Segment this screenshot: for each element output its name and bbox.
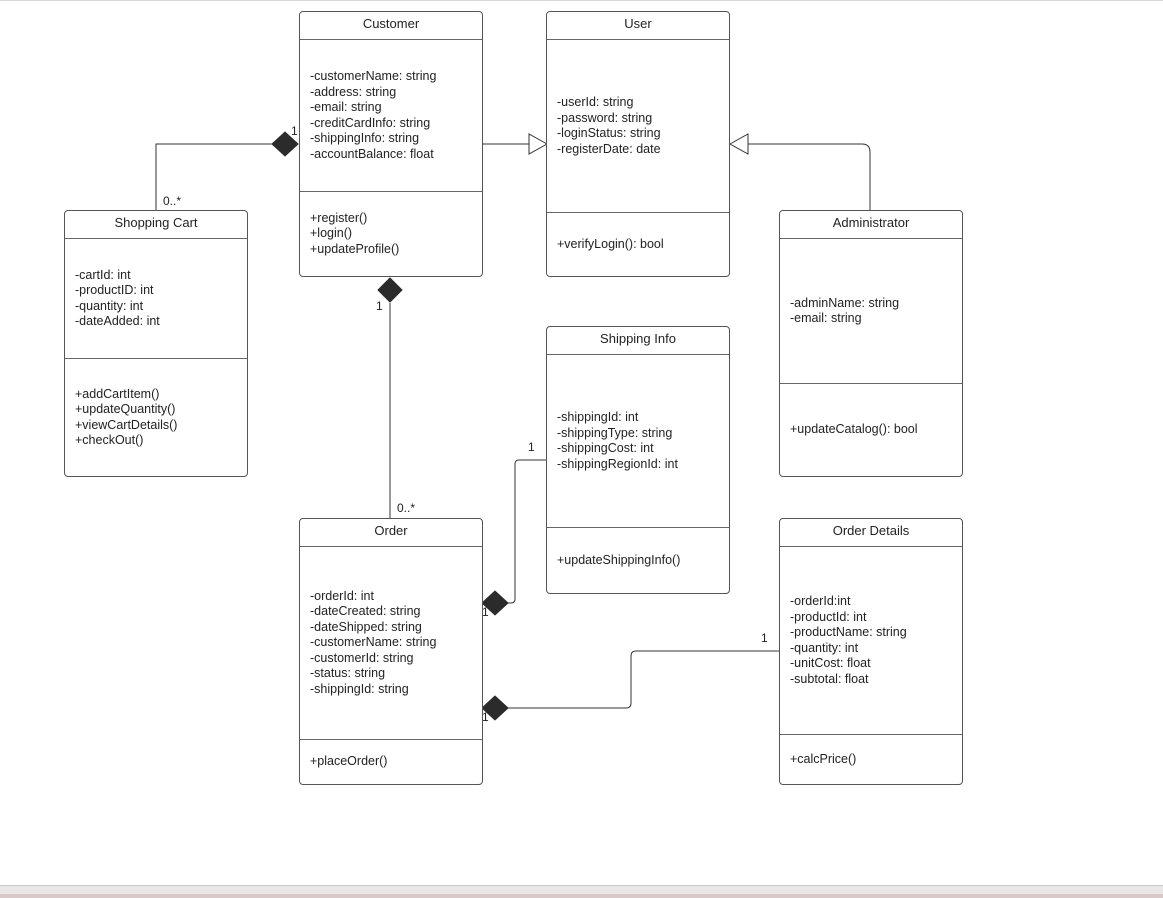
class-shipping-info[interactable]: Shipping Info -shippingId: int-shippingT…	[546, 326, 730, 594]
attribute-item: -shippingId: int	[557, 410, 639, 424]
operations-section: +verifyLogin(): bool	[547, 213, 729, 276]
attribute-item: -orderId: int	[310, 588, 374, 603]
attribute-item: -registerDate: date	[557, 141, 661, 156]
line-admin-user	[748, 143, 871, 211]
attribute-item: -shippingInfo: string	[310, 131, 420, 145]
attribute-item: -creditCardInfo: string	[310, 115, 431, 130]
attributes-section: -shippingId: int-shippingType: string-sh…	[547, 355, 729, 528]
generalization-arrow-admin-user	[728, 133, 749, 155]
class-name: Order	[300, 519, 482, 547]
operation-item: +verifyLogin(): bool	[557, 236, 664, 251]
multiplicity-order-details-whole: 1	[482, 710, 489, 724]
class-name: Customer	[300, 12, 482, 40]
generalization-arrow-customer-user	[528, 133, 549, 155]
attribute-item: -email: string	[310, 100, 382, 114]
class-user[interactable]: User -userId: string-password: string-lo…	[546, 11, 730, 277]
bottom-strip	[0, 894, 1163, 898]
attribute-item: -dateAdded: int	[75, 314, 160, 328]
multiplicity-customer-order-whole: 1	[376, 299, 383, 313]
composition-diamond-order-shipping	[481, 590, 509, 616]
multiplicity-order-shipping-part: 1	[528, 440, 535, 454]
attributes-section: -customerName: string-address: string-em…	[300, 40, 482, 192]
operation-item: +addCartItem()	[75, 386, 160, 401]
attribute-item: -adminName: string	[790, 295, 900, 310]
class-name: Shopping Cart	[65, 211, 247, 239]
attribute-item: -customerId: string	[310, 650, 414, 665]
attribute-item: -password: string	[557, 110, 653, 125]
composition-diamond-customer-order	[377, 277, 403, 303]
attributes-section: -adminName: string-email: string	[780, 239, 962, 384]
attribute-item: -shippingRegionId: int	[557, 456, 678, 471]
operation-item: +login()	[310, 226, 353, 241]
class-name: Order Details	[780, 519, 962, 547]
attribute-item: -productName: string	[790, 625, 907, 639]
attribute-item: -quantity: int	[790, 640, 859, 655]
bottom-scrollbar[interactable]	[0, 885, 1163, 898]
attribute-item: -shippingId: string	[310, 681, 409, 696]
operation-item: +calcPrice()	[790, 751, 857, 766]
composition-diamond-order-details	[481, 695, 509, 721]
multiplicity-customer-cart-part: 0..*	[163, 194, 182, 208]
attribute-item: -shippingType: string	[557, 425, 673, 440]
attribute-item: -loginStatus: string	[557, 126, 661, 140]
attributes-section: -orderId: int-dateCreated: string-dateSh…	[300, 547, 482, 740]
attribute-item: -email: string	[790, 311, 862, 325]
class-shopping-cart[interactable]: Shopping Cart -cartId: int-productID: in…	[64, 210, 248, 477]
attribute-item: -cartId: int	[75, 267, 131, 282]
line-order-details	[507, 650, 780, 709]
class-name: Administrator	[780, 211, 962, 239]
multiplicity-customer-cart-whole: 1	[291, 124, 298, 138]
composition-diamond-customer-cart	[271, 131, 299, 157]
attribute-item: -dateCreated: string	[310, 604, 421, 619]
attribute-item: -userId: string	[557, 95, 634, 109]
attribute-item: -productId: int	[790, 609, 867, 624]
multiplicity-order-shipping-whole: 1	[482, 605, 489, 619]
operations-section: +placeOrder()	[300, 740, 482, 784]
attribute-item: -quantity: int	[75, 298, 144, 313]
attributes-section: -cartId: int-productID: int-quantity: in…	[65, 239, 247, 359]
operations-section: +updateCatalog(): bool	[780, 384, 962, 476]
attribute-item: -accountBalance: float	[310, 146, 434, 161]
operations-section: +register()+login()+updateProfile()	[300, 192, 482, 276]
attribute-item: -customerName: string	[310, 69, 437, 83]
line-customer-cart	[155, 143, 298, 211]
line-order-shipping	[507, 459, 547, 604]
class-customer[interactable]: Customer -customerName: string-address: …	[299, 11, 483, 277]
operations-section: +updateShippingInfo()	[547, 528, 729, 593]
attributes-section: -orderId:int-productId: int-productName:…	[780, 547, 962, 735]
operation-item: +register()	[310, 210, 368, 225]
top-border	[0, 0, 1163, 1]
multiplicity-order-details-part: 1	[761, 631, 768, 645]
attribute-item: -subtotal: float	[790, 671, 869, 686]
class-order-details[interactable]: Order Details -orderId:int-productId: in…	[779, 518, 963, 785]
attribute-item: -customerName: string	[310, 635, 437, 650]
attribute-item: -orderId:int	[790, 594, 851, 608]
attributes-section: -userId: string-password: string-loginSt…	[547, 40, 729, 213]
attribute-item: -productID: int	[75, 283, 154, 297]
operation-item: +viewCartDetails()	[75, 417, 178, 432]
operation-item: +updateProfile()	[310, 241, 400, 256]
attribute-item: -address: string	[310, 84, 397, 99]
operation-item: +updateQuantity()	[75, 402, 176, 416]
class-administrator[interactable]: Administrator -adminName: string-email: …	[779, 210, 963, 477]
operation-item: +placeOrder()	[310, 754, 388, 769]
class-name: User	[547, 12, 729, 40]
multiplicity-customer-order-part: 0..*	[397, 501, 416, 515]
attribute-item: -unitCost: float	[790, 656, 871, 670]
operation-item: +updateShippingInfo()	[557, 552, 681, 567]
attribute-item: -shippingCost: int	[557, 441, 654, 455]
operation-item: +updateCatalog(): bool	[790, 422, 918, 437]
operation-item: +checkOut()	[75, 433, 144, 447]
operations-section: +addCartItem()+updateQuantity()+viewCart…	[65, 359, 247, 476]
class-order[interactable]: Order -orderId: int-dateCreated: string-…	[299, 518, 483, 785]
operations-section: +calcPrice()	[780, 735, 962, 784]
attribute-item: -dateShipped: string	[310, 619, 422, 634]
class-name: Shipping Info	[547, 327, 729, 355]
attribute-item: -status: string	[310, 666, 386, 681]
